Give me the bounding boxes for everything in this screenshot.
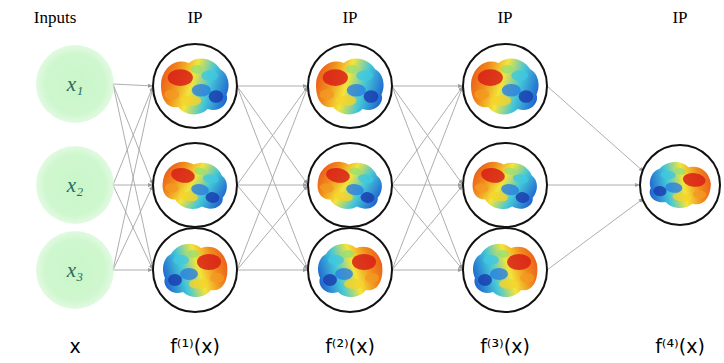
layer-function-label: f⁽⁴⁾(x): [655, 335, 705, 357]
input-variable: x₂: [67, 173, 84, 198]
input-node: x₃: [36, 231, 114, 309]
layer-function-label: x: [69, 335, 80, 357]
input-variable: x₃: [67, 258, 84, 283]
layer-function-label: f⁽¹⁾(x): [170, 335, 220, 357]
input-node: x₂: [36, 146, 114, 224]
layer-heading: IP: [497, 8, 512, 28]
layer-function-label: f⁽²⁾(x): [325, 335, 375, 357]
input-node: x₁: [36, 45, 114, 123]
inputs-heading: Inputs: [34, 8, 77, 28]
gp-layer-circles: [153, 44, 720, 312]
input-variable: x₁: [67, 72, 84, 97]
layer-heading: IP: [342, 8, 357, 28]
layer-heading: IP: [187, 8, 202, 28]
layer-function-label: f⁽³⁾(x): [480, 335, 530, 357]
layer-heading: IP: [672, 8, 687, 28]
gp-surfaces: [148, 44, 723, 310]
